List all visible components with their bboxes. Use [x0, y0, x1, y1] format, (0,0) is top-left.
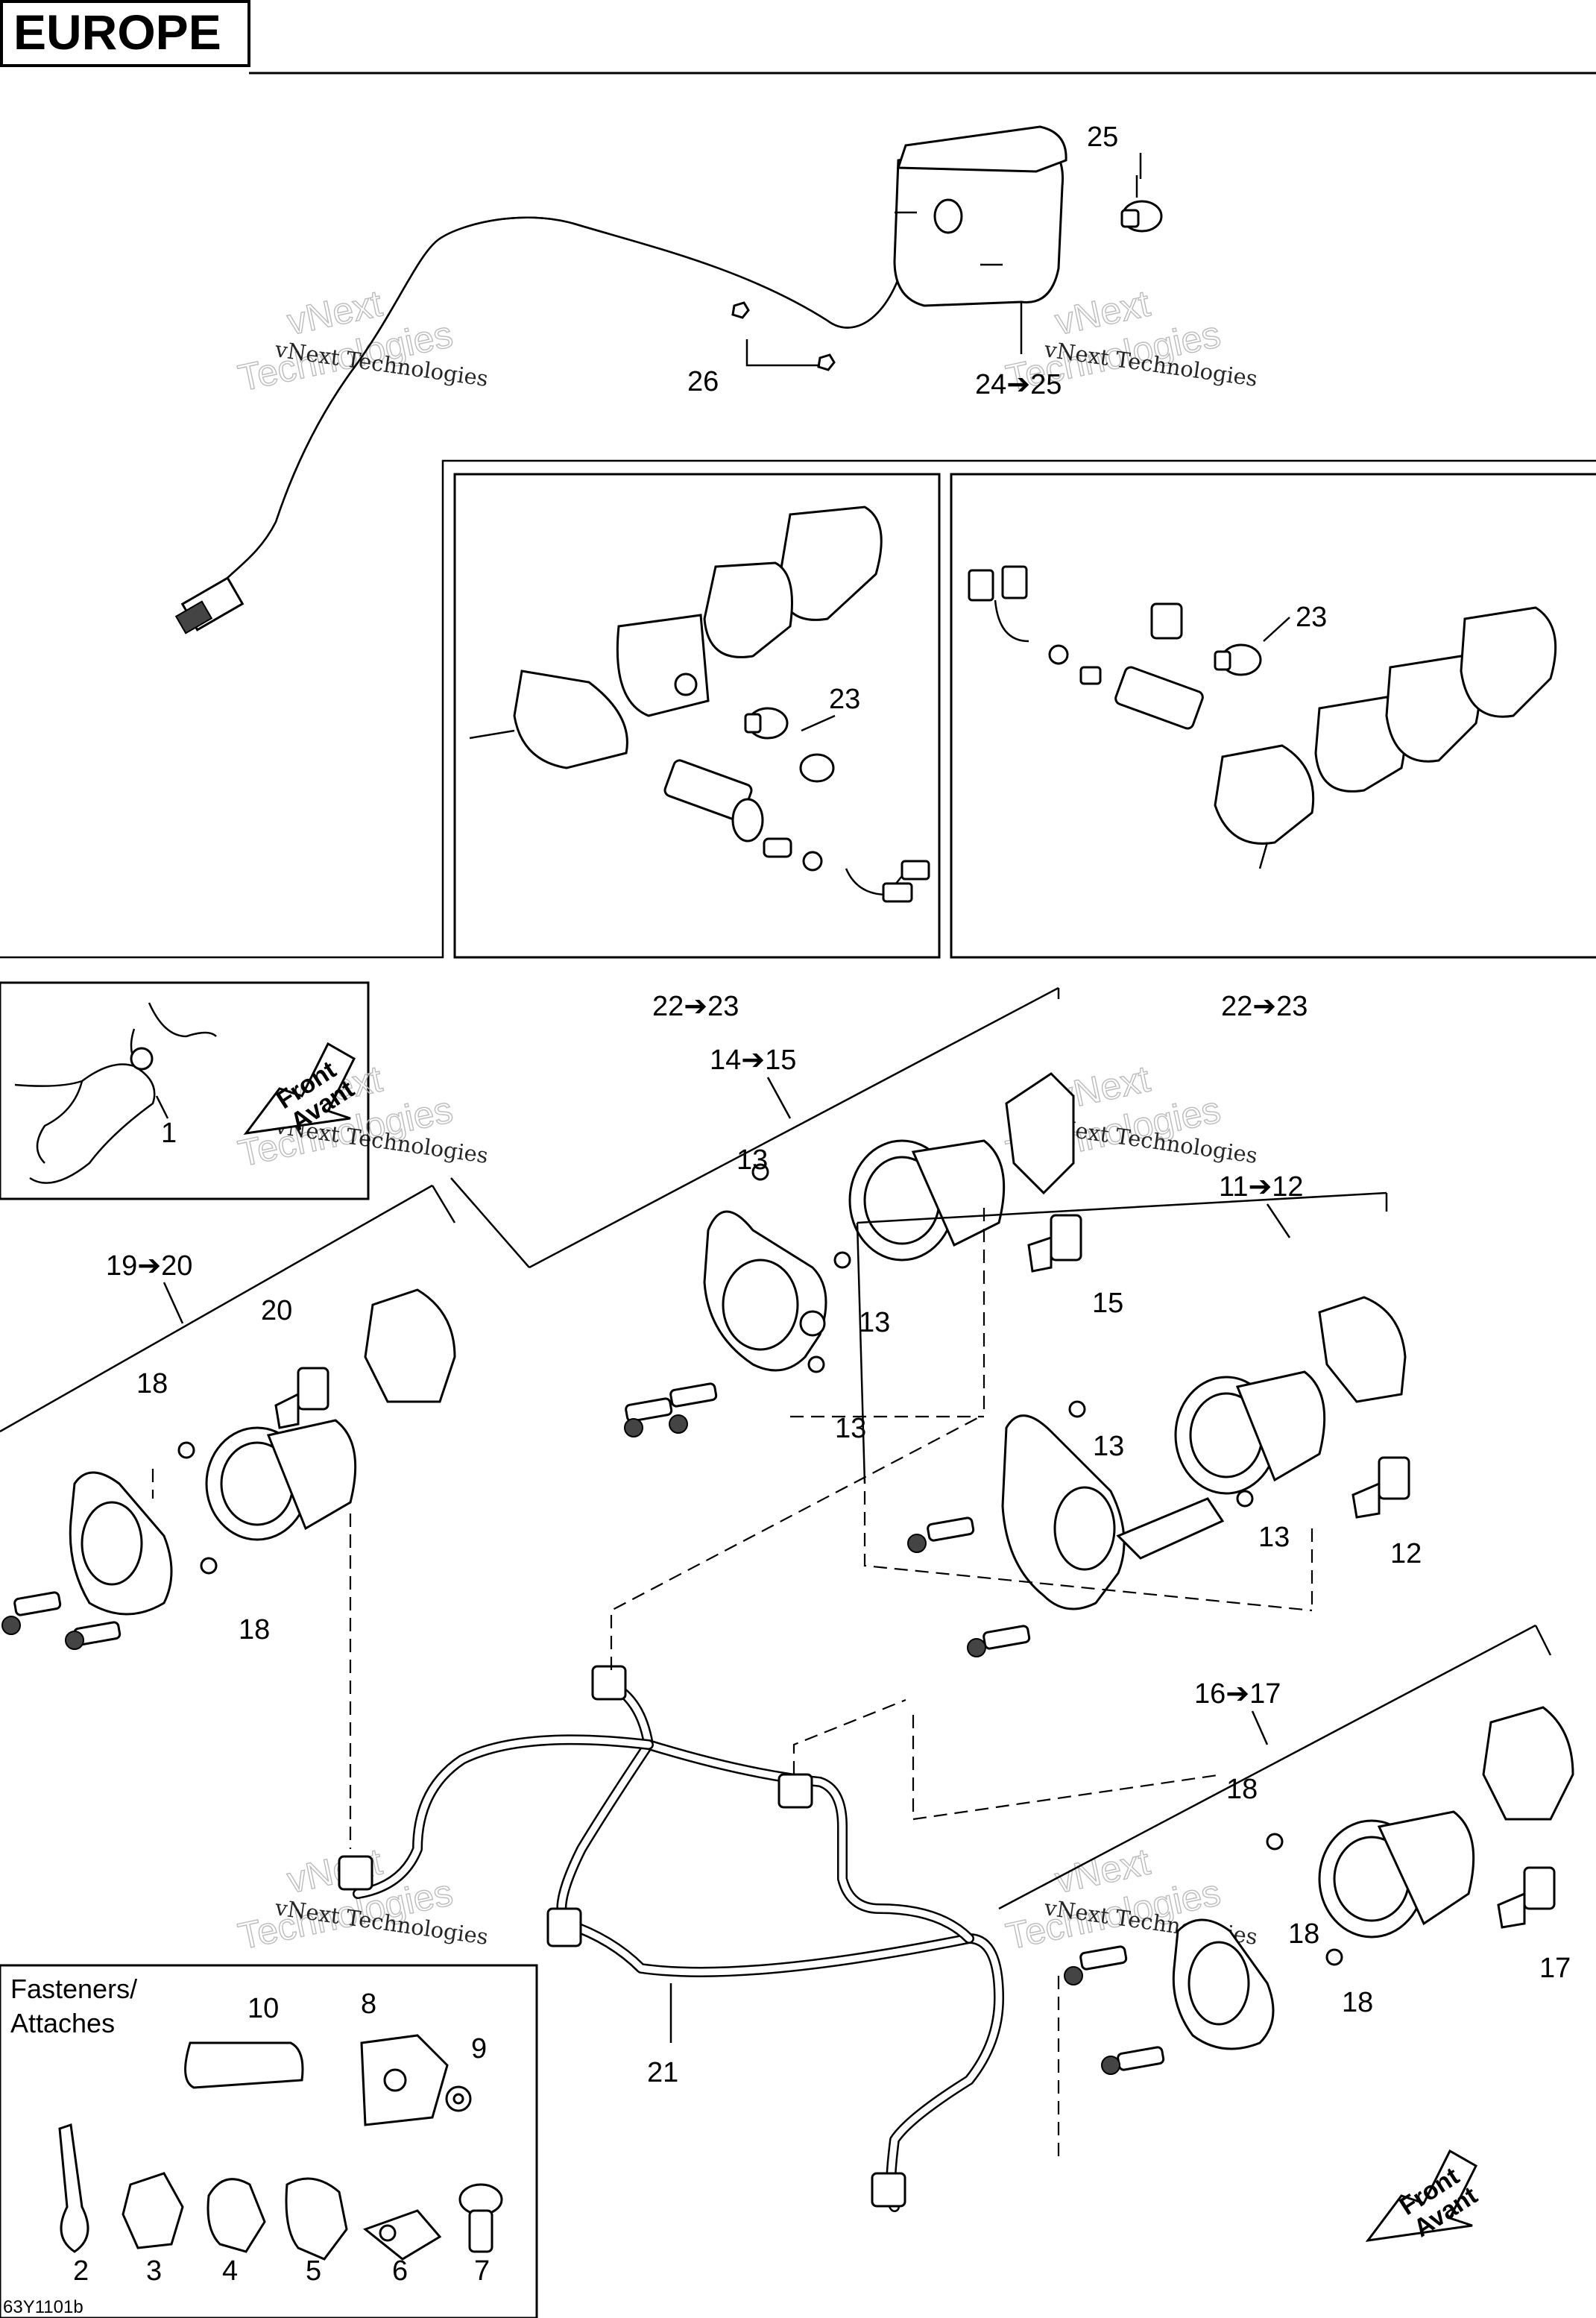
callout-15: 15 [1092, 1288, 1123, 1319]
lens-16 [1318, 1810, 1475, 1939]
fasteners-box [0, 1964, 538, 2318]
right-turn-signal [968, 565, 1557, 869]
lens-19 [205, 1419, 357, 1541]
headlight-harness-21 [338, 1416, 1004, 2212]
callout-11-12: 11➔12 [1219, 1171, 1304, 1203]
part-5-clamp [285, 2177, 348, 2261]
callout-18-e: 18 [1342, 1987, 1373, 2018]
callout-21: 21 [647, 2057, 678, 2088]
callout-18-b: 18 [239, 1614, 270, 1645]
part-10-grommet [184, 2041, 304, 2089]
bulb-23-right [1214, 643, 1262, 676]
headlight-11-12 [863, 1296, 1410, 1657]
bulb-25 [1120, 200, 1163, 233]
rear-light-housing [893, 125, 1067, 307]
callouts: 25 26 24➔25 23 23 22➔23 22➔23 1 14➔15 13… [73, 122, 1571, 2287]
headlight-19-20 [1, 1288, 456, 1849]
part-6-bracket [362, 2209, 442, 2261]
callout-13-b: 13 [859, 1307, 890, 1338]
panel-frames [0, 459, 1596, 2318]
callout-12: 12 [1390, 1538, 1422, 1569]
callout-23-left: 23 [829, 684, 860, 715]
header: EUROPE [0, 0, 1596, 75]
watermarks: vNext Technologies vNext Technologies vN… [234, 282, 1259, 1958]
part-2-cable-tie [58, 2123, 89, 2253]
callout-1: 1 [161, 1118, 177, 1149]
callout-20: 20 [261, 1295, 292, 1326]
callout-26: 26 [687, 366, 719, 397]
part-8-clip [360, 2034, 449, 2126]
reference-code: 63Y1101b [3, 2297, 83, 2317]
callout-18-c: 18 [1226, 1774, 1258, 1805]
bulb-23-left [744, 707, 789, 740]
callout-13-c: 13 [835, 1413, 866, 1444]
part-9-nut [445, 2085, 472, 2112]
lens-11 [1174, 1370, 1326, 1495]
callout-10: 10 [247, 1993, 279, 2024]
callout-22-23-right: 22➔23 [1221, 991, 1308, 1022]
leader-lines [0, 153, 1552, 1910]
left-turn-signal-box [453, 473, 941, 959]
lens-14 [848, 1139, 1006, 1262]
title-box [0, 0, 250, 67]
callout-9: 9 [471, 2033, 487, 2065]
callout-17: 17 [1539, 1953, 1571, 1984]
callout-13-d: 13 [1093, 1431, 1124, 1462]
part-3-clip [122, 2172, 184, 2249]
lamp-socket [663, 759, 764, 843]
callout-3: 3 [146, 2255, 162, 2287]
rear-light-assembly [174, 125, 1163, 634]
callout-16-17: 16➔17 [1194, 1678, 1281, 1710]
svg-text:Attaches: Attaches [10, 2008, 115, 2038]
callout-18-a: 18 [136, 1368, 168, 1399]
callout-23-right: 23 [1296, 602, 1327, 633]
headlight-14-15 [624, 1072, 1082, 1437]
right-turn-signal-box [950, 473, 1596, 959]
nuts-26 [731, 301, 836, 371]
callout-24-25: 24➔25 [975, 369, 1062, 400]
bulb-12 [1351, 1456, 1410, 1519]
fasteners-label: Fasteners/ Attaches [10, 1974, 137, 2038]
callout-6: 6 [392, 2255, 408, 2287]
fasteners [58, 2034, 503, 2261]
bulb-20 [274, 1367, 329, 1429]
callout-2: 2 [73, 2255, 89, 2287]
bulb-15 [1027, 1214, 1082, 1273]
callout-22-23-left: 22➔23 [652, 991, 739, 1022]
callout-14-15: 14➔15 [710, 1045, 796, 1076]
callout-18-d: 18 [1288, 1918, 1319, 1950]
bulb-17 [1497, 1866, 1556, 1929]
rear-connector [174, 576, 245, 634]
svg-text:Fasteners/: Fasteners/ [10, 1974, 137, 2004]
headlight-16-17 [912, 1706, 1574, 2162]
harness-inset-box [0, 981, 370, 1200]
callout-5: 5 [306, 2255, 321, 2287]
callout-4: 4 [222, 2255, 238, 2287]
part-7-pushpin [458, 2183, 503, 2253]
inset-harness [14, 1002, 217, 1184]
callout-13-e: 13 [1258, 1522, 1290, 1553]
front-arrow-bottom: Front Avant [1365, 2149, 1483, 2243]
part-4-clamp [206, 2178, 266, 2253]
callout-7: 7 [474, 2255, 490, 2287]
socket-left [799, 753, 835, 783]
callout-8: 8 [361, 1988, 376, 2020]
page-title: EUROPE [13, 4, 221, 60]
callout-19-20: 19➔20 [106, 1250, 192, 1282]
callout-25: 25 [1087, 122, 1118, 153]
left-turn-signal [469, 506, 930, 903]
